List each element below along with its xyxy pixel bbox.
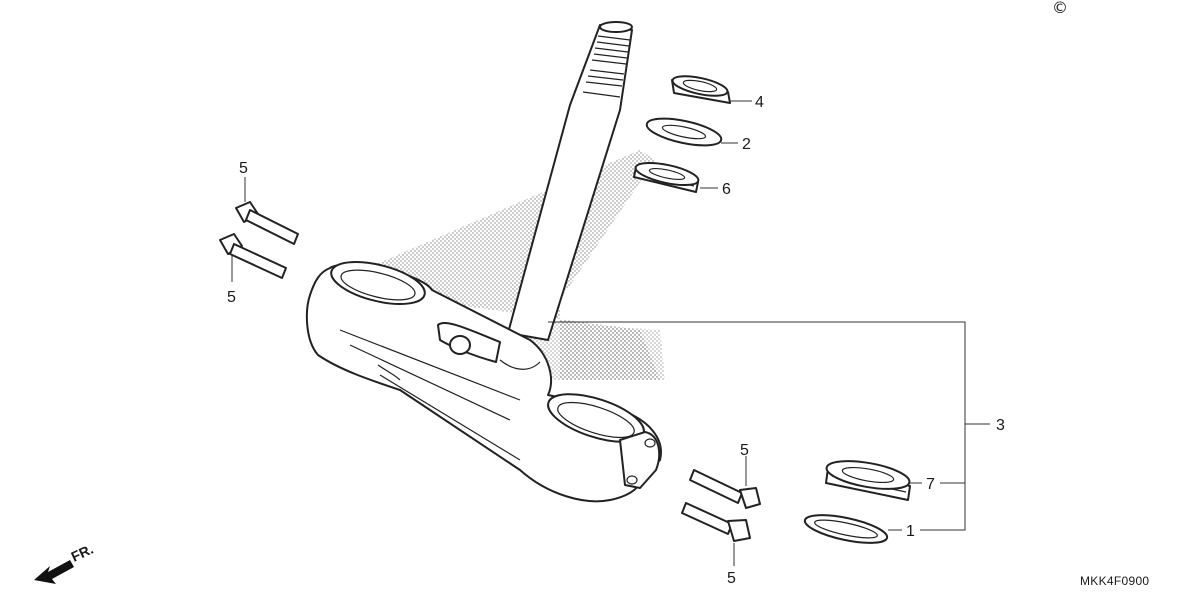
- front-label: FR.: [69, 541, 96, 565]
- bolt-bottom-upper: [689, 469, 761, 509]
- lower-dust-seal: [803, 514, 889, 544]
- callout-6: 6: [722, 181, 731, 198]
- callout-2: 2: [742, 136, 751, 153]
- bottom-bridge: [305, 261, 662, 503]
- upper-bearing: [633, 161, 700, 193]
- bolt-top-lower: [219, 233, 287, 279]
- callout-7: 7: [926, 476, 935, 493]
- bolt-bottom-lower: [681, 502, 751, 542]
- bolt-top-upper: [235, 201, 299, 245]
- callout-5-bottom-lower: 5: [727, 570, 736, 587]
- lower-bearing: [825, 460, 911, 501]
- steering-stem: [507, 21, 633, 341]
- diagram-code: MKK4F0900: [1080, 574, 1149, 588]
- leader-lines: [231, 100, 990, 566]
- callout-3: 3: [996, 417, 1005, 434]
- callout-5-top-upper: 5: [239, 160, 248, 177]
- callout-5-bottom-upper: 5: [740, 442, 749, 459]
- lock-nut: [671, 75, 731, 104]
- copyright-symbol: ©: [1052, 0, 1068, 17]
- front-direction-arrow: FR.: [34, 541, 96, 584]
- dust-seal-washer: [645, 117, 723, 147]
- callout-5-top-lower: 5: [227, 289, 236, 306]
- callout-4: 4: [755, 94, 764, 111]
- callout-1: 1: [906, 523, 915, 540]
